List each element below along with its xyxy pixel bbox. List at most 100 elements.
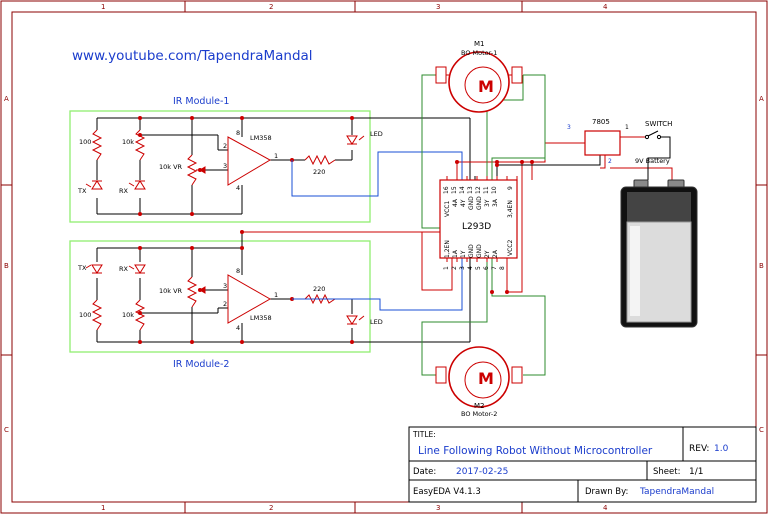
m1-pin3: 3: [223, 162, 227, 170]
sheet-label: Sheet:: [653, 467, 680, 477]
svg-text:GND: GND: [468, 196, 475, 210]
m1-pin8: 8: [236, 129, 240, 137]
svg-text:8: 8: [499, 266, 506, 270]
svg-text:2: 2: [451, 266, 458, 270]
svg-text:GND: GND: [468, 244, 475, 258]
col-label-1-bottom: 1: [101, 504, 105, 512]
regulator-pin3: 3: [567, 124, 571, 131]
ir-module-1-box: [69, 110, 371, 223]
tool-version: EasyEDA V4.1.3: [413, 487, 481, 497]
rev-label: REV:: [689, 444, 709, 454]
l293d-top-labels: VCC1 4A 4Y GND GND 3Y 3A 3,4EN: [444, 196, 514, 218]
motor-1-ref: M1: [474, 40, 485, 48]
svg-text:1,2EN: 1,2EN: [444, 240, 451, 258]
svg-text:4A: 4A: [452, 198, 459, 207]
l293d-bottom-labels: 1,2EN 1A 1Y GND GND 2Y 2A VCC2: [444, 240, 514, 258]
svg-text:5: 5: [475, 266, 482, 270]
col-label-3-bottom: 3: [436, 504, 440, 512]
col-label-2: 2: [269, 3, 273, 11]
svg-text:1: 1: [443, 266, 450, 270]
col-label-2-bottom: 2: [269, 504, 273, 512]
svg-text:3,4EN: 3,4EN: [507, 200, 514, 218]
row-label-c: C: [4, 426, 9, 434]
svg-text:1A: 1A: [452, 249, 459, 258]
ir-module-2-box: [69, 240, 371, 353]
svg-text:12: 12: [475, 186, 482, 194]
title-label: TITLE:: [412, 430, 436, 439]
row-label-a: A: [4, 95, 9, 103]
motor-1-glyph: M: [478, 77, 494, 96]
m2-vr-label: 10k VR: [159, 287, 183, 295]
motor-1-name: BO Motor-1: [461, 49, 497, 57]
svg-text:GND: GND: [476, 244, 483, 258]
col-label-4-bottom: 4: [603, 504, 608, 512]
svg-text:6: 6: [483, 266, 490, 270]
col-label-1: 1: [101, 3, 105, 11]
m2-r100-label: 100: [79, 311, 91, 319]
l293d-ic: [439, 176, 518, 262]
m1-tx-label: TX: [77, 187, 87, 195]
motor-2-ref: M2: [474, 402, 485, 410]
row-label-b-right: B: [759, 262, 764, 270]
regulator-7805: [584, 130, 621, 156]
col-label-4: 4: [603, 3, 608, 11]
m1-pin1: 1: [274, 152, 278, 160]
sheet-value: 1/1: [689, 467, 703, 477]
m1-led-label: LED: [370, 130, 383, 138]
regulator-pin1: 1: [625, 124, 629, 131]
drawn-by-value: TapendraMandal: [639, 487, 714, 497]
title-block: [408, 426, 757, 503]
svg-text:2Y: 2Y: [484, 250, 491, 258]
l293d-bottom-pins: 1 2 3 4 5 6 7 8: [443, 266, 506, 270]
m2-rx-label: RX: [119, 265, 129, 273]
signal-wires: [242, 74, 673, 376]
svg-text:3Y: 3Y: [484, 199, 491, 207]
drawn-by-label: Drawn By:: [585, 487, 628, 497]
svg-text:16: 16: [443, 186, 450, 194]
col-label-3: 3: [436, 3, 440, 11]
ir-module-1-label: IR Module-1: [173, 96, 229, 107]
module-1-parts: [85, 129, 365, 190]
m2-pin1: 1: [274, 291, 278, 299]
switch-label: SWITCH: [645, 120, 672, 128]
m2-pin2: 2: [223, 300, 227, 308]
motor-2-name: BO Motor-2: [461, 410, 497, 418]
m2-r10k-label: 10k: [122, 311, 134, 319]
m2-led-label: LED: [370, 318, 383, 326]
svg-text:14: 14: [459, 186, 466, 194]
motor-2-glyph: M: [478, 369, 494, 388]
m1-r100-label: 100: [79, 138, 91, 146]
svg-text:13: 13: [467, 186, 474, 194]
m1-pin2: 2: [223, 142, 227, 150]
svg-text:3A: 3A: [492, 198, 499, 207]
m1-vr-label: 10k VR: [159, 163, 183, 171]
ir-module-2-label: IR Module-2: [173, 359, 229, 370]
m2-r220-label: 220: [313, 285, 325, 293]
m1-r10k-label: 10k: [122, 138, 134, 146]
m1-r220-label: 220: [313, 168, 325, 176]
module-2-parts: [85, 264, 365, 331]
svg-text:1Y: 1Y: [460, 250, 467, 258]
svg-text:4: 4: [467, 266, 474, 270]
l293d-name: L293D: [462, 222, 491, 232]
svg-text:4Y: 4Y: [460, 199, 467, 207]
channel-url[interactable]: www.youtube.com/TapendraMandal: [72, 48, 313, 64]
m2-pin3: 3: [223, 282, 227, 290]
m2-pin8: 8: [236, 267, 240, 275]
battery-icon: [620, 179, 698, 328]
date-label: Date:: [413, 467, 436, 477]
m2-pin4: 4: [236, 324, 240, 332]
regulator-pin2: 2: [608, 158, 612, 165]
m1-opamp-label: LM358: [250, 134, 272, 142]
svg-text:VCC1: VCC1: [444, 201, 451, 217]
svg-text:3: 3: [459, 266, 466, 270]
module-1-wires: [96, 117, 470, 215]
row-label-c-right: C: [759, 426, 764, 434]
svg-text:10: 10: [491, 186, 498, 194]
row-label-b: B: [4, 262, 9, 270]
module-2-wires: [96, 232, 470, 343]
m2-opamp-label: LM358: [250, 314, 272, 322]
motor-1: [435, 51, 523, 113]
date-value: 2017-02-25: [456, 467, 508, 477]
